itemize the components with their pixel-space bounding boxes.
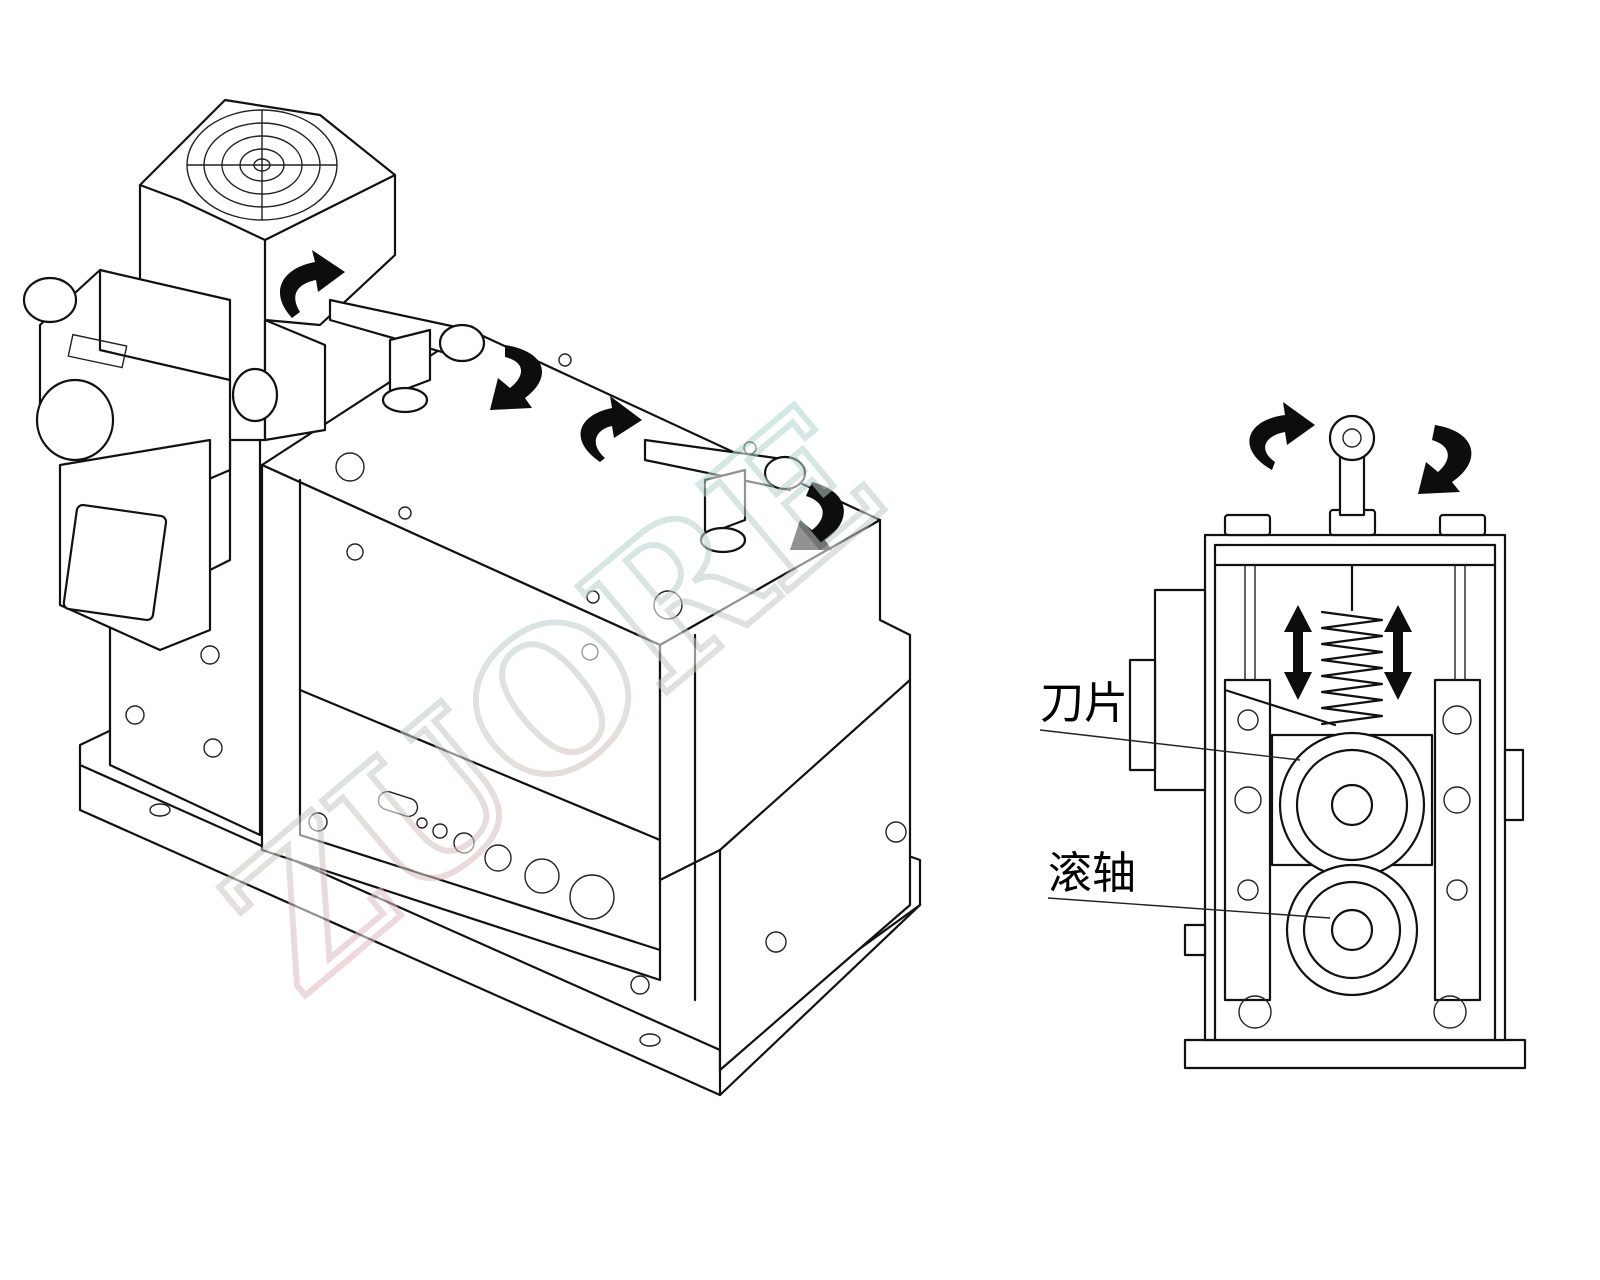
rotate-arrow-3-icon: [580, 396, 642, 462]
roller-shaft-label: 滚轴: [1048, 848, 1136, 899]
gearbox-front-view: 刀片 滚轴: [1039, 402, 1527, 1070]
rotate-arrow-1-icon: [279, 250, 345, 318]
roller-leader-line: [1047, 897, 1331, 919]
stop-button-icon: [35, 378, 115, 462]
base-plate: [1183, 1038, 1527, 1070]
roller-gear: [1285, 863, 1419, 997]
machine-isometric-view: [22, 98, 922, 1097]
blade-gear: [1278, 731, 1426, 879]
power-switch-icon: [62, 503, 168, 622]
vertical-arrow-left-icon: [1284, 605, 1312, 700]
blade-leader-line: [1039, 729, 1301, 761]
rotate-arrow-cw-icon: [1418, 425, 1472, 494]
rotate-arrow-ccw-icon: [1249, 402, 1315, 470]
handle-right: [643, 438, 807, 554]
switch-box: [22, 268, 279, 652]
fan-grille-icon: [186, 109, 338, 221]
rotate-arrow-4-icon: [790, 482, 844, 550]
cable-gland-icon: [22, 276, 78, 324]
blade-label: 刀片: [1040, 678, 1128, 729]
rotate-arrow-2-icon: [490, 345, 543, 410]
vertical-arrow-right-icon: [1384, 605, 1412, 700]
handle-left: [328, 298, 486, 414]
adjust-knob: [1328, 414, 1376, 517]
spring-icon: [1320, 563, 1384, 726]
